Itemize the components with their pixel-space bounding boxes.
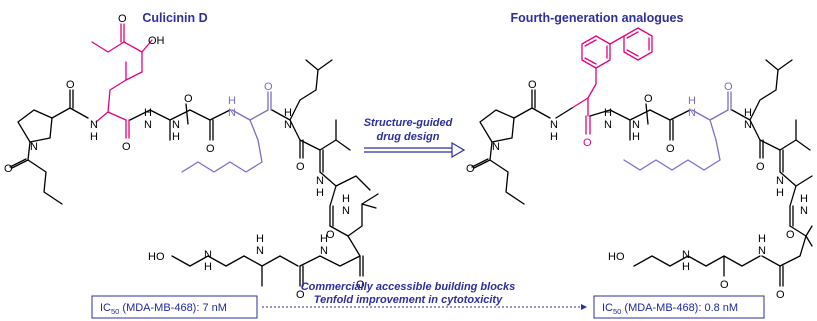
atom-label: O: [122, 141, 131, 153]
right-ic50-box: IC50 (MDA-MB-468): 0.8 nM: [593, 295, 765, 319]
right-lavender-residue: [623, 91, 732, 171]
atom-label: O: [356, 279, 365, 291]
atom-label: H: [90, 131, 98, 143]
culicinin-d-structure: [9, 23, 379, 287]
left-magenta-residue: [91, 23, 153, 139]
right-pyrrolidine: [471, 89, 691, 205]
arrow-label-line2: drug design: [377, 131, 440, 143]
atom-label: O: [326, 229, 335, 241]
arrow-label-line1: Structure-guided: [364, 117, 453, 129]
atom-label: N: [90, 119, 98, 131]
atom-label: O: [466, 163, 475, 175]
atom-label: H: [776, 187, 784, 199]
atom-label: N: [284, 119, 292, 131]
atom-label: H: [284, 107, 292, 119]
atom-label: O: [118, 13, 127, 25]
atom-label: N: [342, 205, 350, 217]
atom-label: N: [316, 175, 324, 187]
atom-label: O: [724, 81, 733, 93]
right-ic50-value: (MDA-MB-468): 0.8 nM: [621, 302, 738, 314]
right-ic50-prefix: IC: [602, 302, 613, 314]
atom-label: OH: [148, 35, 165, 47]
atom-label: N: [320, 245, 328, 257]
atom-label: H: [228, 95, 236, 107]
bottom-note-line1: Commercially accessible building blocks: [301, 281, 516, 293]
atom-label: H: [204, 261, 212, 273]
atom-label: N: [228, 107, 236, 119]
left-lavender-residue: [181, 91, 272, 173]
atom-label: H: [758, 233, 766, 245]
atom-label: O: [776, 289, 785, 301]
atom-label: N: [758, 245, 766, 257]
right-title: Fourth-generation analogues: [511, 11, 684, 25]
atom-label: H: [172, 131, 180, 143]
left-ic50-box: IC50 (MDA-MB-468): 7 nM: [91, 295, 258, 319]
atom-label: N: [776, 175, 784, 187]
atom-label: HO: [608, 251, 625, 263]
atom-label: N: [172, 119, 180, 131]
left-backbone: [129, 103, 231, 141]
atom-label: N: [632, 119, 640, 131]
atom-label: N: [256, 245, 264, 257]
atom-label: H: [256, 233, 264, 245]
atom-label: N: [144, 119, 152, 131]
atom-label: N: [204, 249, 212, 261]
atom-label: N: [604, 119, 612, 131]
atom-label: H: [320, 233, 328, 245]
right-ic50-text: IC50 (MDA-MB-468): 0.8 nM: [602, 302, 738, 316]
right-leucine-chain: [633, 59, 813, 287]
atom-label: O: [720, 279, 729, 291]
left-atom-labels: N O O N H O OH O N H O O N H N H O N H O…: [4, 13, 365, 301]
atom-label: O: [756, 161, 765, 173]
atom-label: H: [688, 95, 696, 107]
atom-label: N: [30, 141, 38, 153]
atom-label: O: [786, 229, 795, 241]
atom-label: HO: [148, 251, 165, 263]
atom-label: H: [682, 261, 690, 273]
atom-label: N: [682, 249, 690, 261]
atom-label: N: [688, 107, 696, 119]
atom-label: N: [550, 119, 558, 131]
bottom-note-line2: Tenfold improvement in cytotoxicity: [314, 294, 503, 306]
atom-label: O: [528, 79, 537, 91]
left-ic50-prefix: IC: [100, 302, 111, 314]
atom-label: H: [342, 193, 350, 205]
left-ic50-value: (MDA-MB-468): 7 nM: [119, 302, 227, 314]
atom-label: O: [264, 81, 273, 93]
atom-label: H: [316, 187, 324, 199]
atom-label: H: [604, 107, 612, 119]
atom-label: O: [583, 137, 592, 149]
atom-label: O: [296, 289, 305, 301]
biphenyl-group: [571, 27, 653, 135]
left-title: Culicinin D: [142, 11, 207, 25]
atom-label: O: [66, 79, 75, 91]
right-ic50-subscript: 50: [613, 307, 621, 316]
transformation-arrow: [364, 141, 466, 159]
atom-label: N: [744, 119, 752, 131]
analogue-structure: [471, 27, 813, 287]
atom-label: H: [550, 131, 558, 143]
atom-label: H: [632, 131, 640, 143]
atom-label: O: [644, 93, 653, 105]
atom-label: O: [4, 163, 13, 175]
atom-label: O: [206, 143, 215, 155]
atom-label: H: [800, 193, 808, 205]
atom-label: O: [184, 93, 193, 105]
atom-label: O: [666, 143, 675, 155]
atom-label: N: [492, 141, 500, 153]
atom-label: H: [144, 107, 152, 119]
left-ic50-subscript: 50: [111, 307, 119, 316]
atom-label: N: [800, 205, 808, 217]
left-pyrrolidine: [9, 89, 89, 205]
atom-label: H: [744, 107, 752, 119]
atom-label: O: [296, 161, 305, 173]
left-ic50-text: IC50 (MDA-MB-468): 7 nM: [100, 302, 227, 316]
left-leucine-chain: [171, 59, 379, 287]
right-atom-labels: N O O N H O N H O O N H N H O N H O N H …: [466, 79, 808, 301]
